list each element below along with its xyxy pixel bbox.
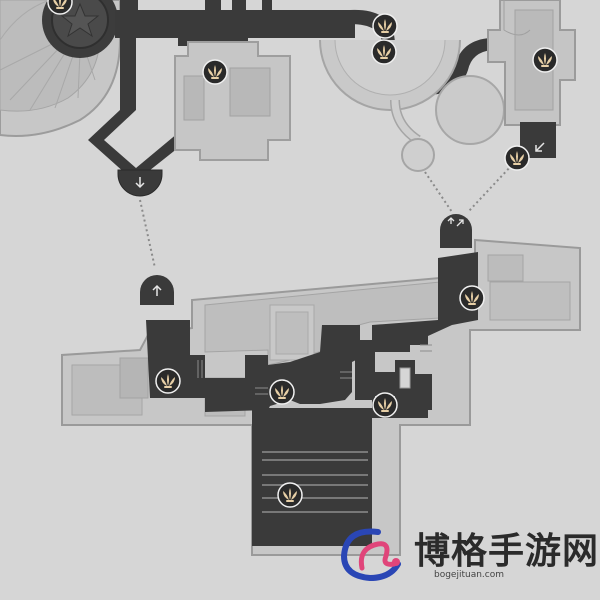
fountain-marker[interactable] xyxy=(269,379,295,405)
upper-right-building xyxy=(487,0,576,158)
fountain-icon xyxy=(208,65,222,79)
fountain-marker[interactable] xyxy=(372,392,398,418)
watermark-brand: 博格手游网 xyxy=(414,531,600,572)
fountain-icon xyxy=(378,398,392,412)
fountain-marker[interactable] xyxy=(372,13,398,39)
fountain-marker[interactable] xyxy=(532,47,558,73)
exit-node-down[interactable] xyxy=(117,169,163,197)
fountain-marker[interactable] xyxy=(202,59,228,85)
fountain-marker[interactable] xyxy=(504,145,530,171)
watermark: 博格手游网 bogejituan.com xyxy=(336,514,598,594)
exit-node-down-left[interactable] xyxy=(535,142,545,152)
lower-wing xyxy=(61,238,581,556)
fountain-markers xyxy=(47,0,558,508)
fountain-icon xyxy=(377,45,391,59)
fountain-marker[interactable] xyxy=(277,482,303,508)
upper-gardens xyxy=(319,39,505,172)
arrow-down-icon xyxy=(135,177,145,189)
exit-node-up[interactable] xyxy=(140,275,174,305)
fountain-icon xyxy=(161,374,175,388)
arrow-down-left-icon xyxy=(535,142,545,152)
stair-connectors xyxy=(139,164,513,269)
swan-logo-icon xyxy=(340,528,401,582)
fountain-marker[interactable] xyxy=(459,285,485,311)
fountain-icon xyxy=(538,53,552,67)
arrow-up-right-icon xyxy=(447,217,464,227)
arrow-up-icon xyxy=(152,284,162,296)
watermark-url: bogejituan.com xyxy=(434,570,505,580)
fountain-icon xyxy=(283,488,297,502)
fountain-marker[interactable] xyxy=(371,39,397,65)
fountain-icon xyxy=(53,0,67,9)
fountain-marker[interactable] xyxy=(155,368,181,394)
fountain-icon xyxy=(465,291,479,305)
fountain-icon xyxy=(378,19,392,33)
fountain-icon xyxy=(510,151,524,165)
fountain-icon xyxy=(275,385,289,399)
fountain-marker[interactable] xyxy=(47,0,73,15)
exit-node-up-right[interactable] xyxy=(440,214,472,248)
